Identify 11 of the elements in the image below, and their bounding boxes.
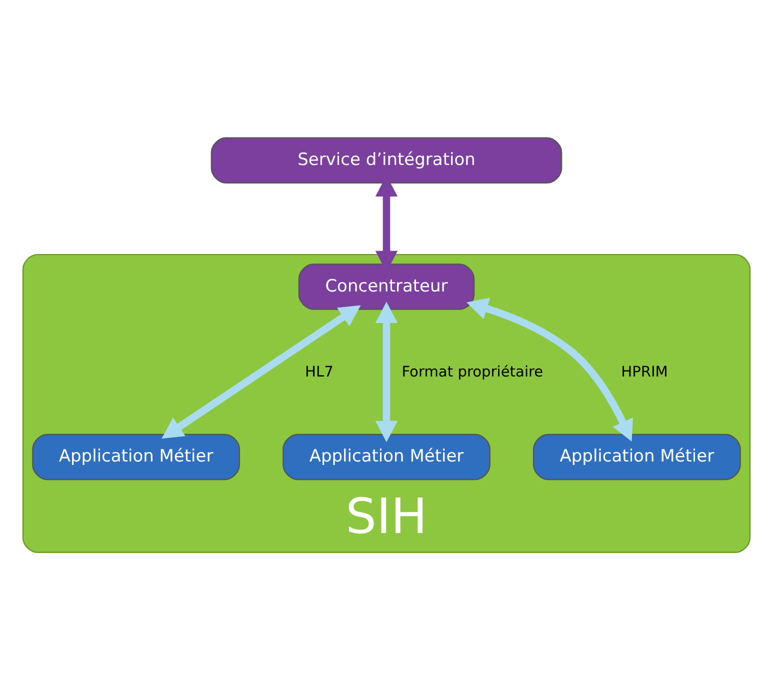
arrow	[375, 302, 398, 442]
arrow	[162, 305, 361, 439]
arrow	[466, 298, 633, 442]
node-box: Application Métier	[533, 434, 741, 480]
edge-label: HPRIM	[621, 363, 668, 380]
node-box: Service d’intégration	[210, 137, 562, 184]
edge-label: Format propriétaire	[402, 363, 544, 380]
node-box: Application Métier	[282, 434, 490, 480]
node-box: Concentrateur	[298, 264, 475, 310]
node-box: Application Métier	[32, 434, 240, 480]
edge-label: HL7	[305, 363, 334, 380]
